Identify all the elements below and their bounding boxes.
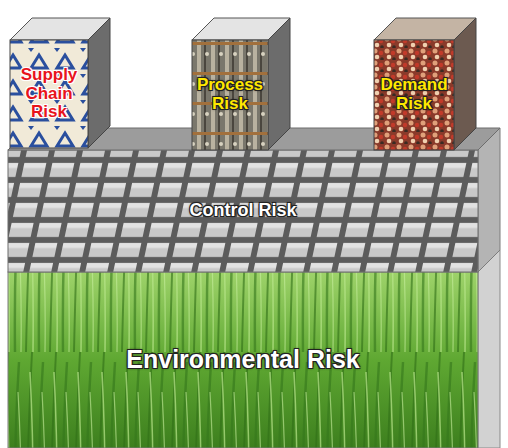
risk-label: Control Risk bbox=[189, 201, 296, 221]
risk-label: Environmental Risk bbox=[126, 346, 359, 374]
demand-risk-cube: Demand Risk bbox=[374, 40, 454, 150]
risk-label: Supply Chain Risk bbox=[12, 66, 86, 122]
risk-label: Process Risk bbox=[194, 76, 266, 113]
control-risk-layer: Control Risk bbox=[8, 150, 478, 272]
process-risk-cube: Process Risk bbox=[192, 40, 268, 150]
risk-label: Demand Risk bbox=[376, 76, 452, 113]
environmental-risk-layer: Environmental Risk bbox=[8, 272, 478, 448]
supply-chain-risk-cube: Supply Chain Risk bbox=[10, 40, 88, 148]
